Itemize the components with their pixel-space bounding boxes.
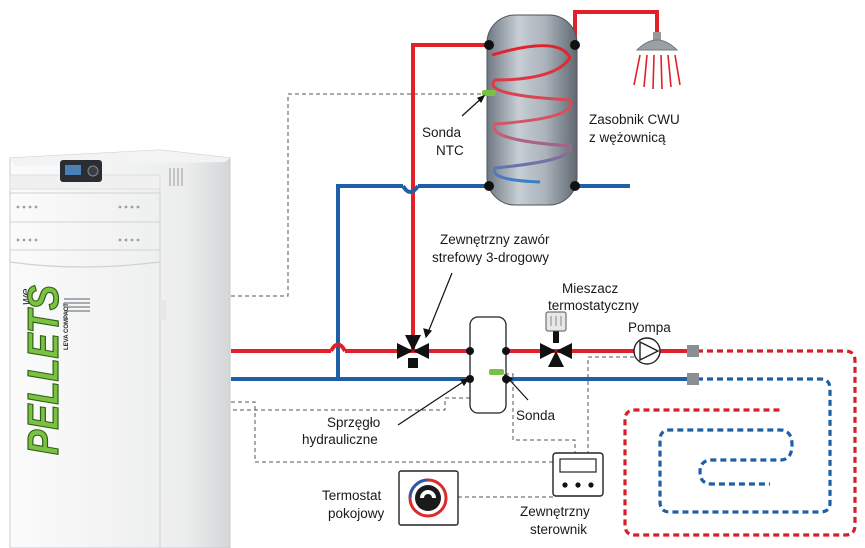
underfloor-heating-loop: [623, 345, 857, 537]
ntc-probe: [482, 90, 496, 96]
dhw-tank: [482, 14, 580, 206]
label-ntc-line1: Sonda: [422, 125, 462, 140]
label-thermostat-line1: Termostat: [322, 488, 382, 503]
label-coupler-line2: hydrauliczne: [302, 432, 378, 447]
boiler-side-panel: [160, 300, 166, 320]
arrow-valve: [423, 328, 433, 339]
coupler-probe: [489, 369, 504, 375]
tank-port-top-right: [570, 40, 580, 50]
boiler-vent-grille: [64, 298, 90, 312]
boiler-vent-top: [169, 168, 183, 186]
circulation-pump: [633, 337, 661, 365]
wire-boiler-to-controller: [231, 401, 553, 463]
leader-valve: [426, 272, 453, 336]
three-way-zone-valve: [397, 335, 429, 368]
brand-model: LEVA COMPACT: [64, 303, 70, 350]
shower-icon: [633, 32, 681, 90]
label-tank-line2: z wężownicą: [589, 130, 666, 145]
label-pump: Pompa: [628, 320, 671, 335]
floor-cold-loop: [658, 377, 832, 514]
tank-port-top-left: [484, 40, 494, 50]
wire-coupler-to-boiler: [231, 397, 470, 411]
arrow-coupler: [460, 378, 470, 387]
label-mixer-line2: termostatyczny: [548, 298, 639, 313]
label-mixer-line1: Mieszacz: [562, 281, 619, 296]
label-coupler-line1: Sprzęgło: [327, 415, 380, 430]
wire-probe-to-controller: [505, 373, 576, 455]
hot-shower-line: [573, 10, 659, 45]
label-valve-line1: Zewnętrzny zawór: [440, 232, 550, 247]
label-valve-line2: strefowy 3-drogowy: [432, 250, 549, 265]
pellet-boiler: we PELLETS LEVA COMPACT: [9, 149, 231, 548]
brand-prefix: we: [18, 288, 33, 305]
label-ntc-line2: NTC: [436, 143, 464, 158]
labels: Zasobnik CWU z wężownicą Sonda NTC Zewnę…: [302, 112, 680, 537]
leader-lines: [397, 94, 529, 426]
hydraulic-coupler: [466, 316, 510, 414]
tank-coil: [491, 44, 573, 184]
label-thermostat-line2: pokojowy: [328, 506, 385, 521]
wire-controller-to-pump: [587, 356, 640, 455]
label-controller-line1: Zewnętrzny: [520, 504, 590, 519]
arrow-ntc: [477, 94, 486, 104]
floor-hot-loop: [623, 349, 857, 537]
leader-coupler: [397, 379, 467, 426]
brand-name: PELLETS: [19, 285, 68, 455]
label-controller-line2: sterownik: [530, 522, 587, 537]
room-thermostat: [398, 470, 459, 526]
floor-manifold-cold: [687, 373, 699, 385]
control-wires: [231, 93, 640, 498]
label-tank-line1: Zasobnik CWU: [589, 112, 680, 127]
tank-port-bottom-left: [484, 181, 494, 191]
hop-hot-over-cold: [329, 342, 347, 353]
cold-bypass-left: [336, 184, 403, 379]
tank-port-bottom-right: [570, 181, 580, 191]
arrow-probe: [504, 373, 514, 385]
pipe-crossovers: [329, 184, 420, 353]
wire-ntc-to-boiler: [231, 93, 488, 297]
external-controller: [552, 452, 604, 497]
boiler-door-holes: [16, 205, 140, 242]
label-probe: Sonda: [516, 408, 556, 423]
thermostatic-mixer: [540, 311, 572, 367]
floor-manifold-hot: [687, 345, 699, 357]
hot-riser: [411, 43, 488, 351]
boiler-brand-logo: we PELLETS LEVA COMPACT: [18, 284, 70, 455]
hop-cold-over-hot: [401, 184, 420, 194]
